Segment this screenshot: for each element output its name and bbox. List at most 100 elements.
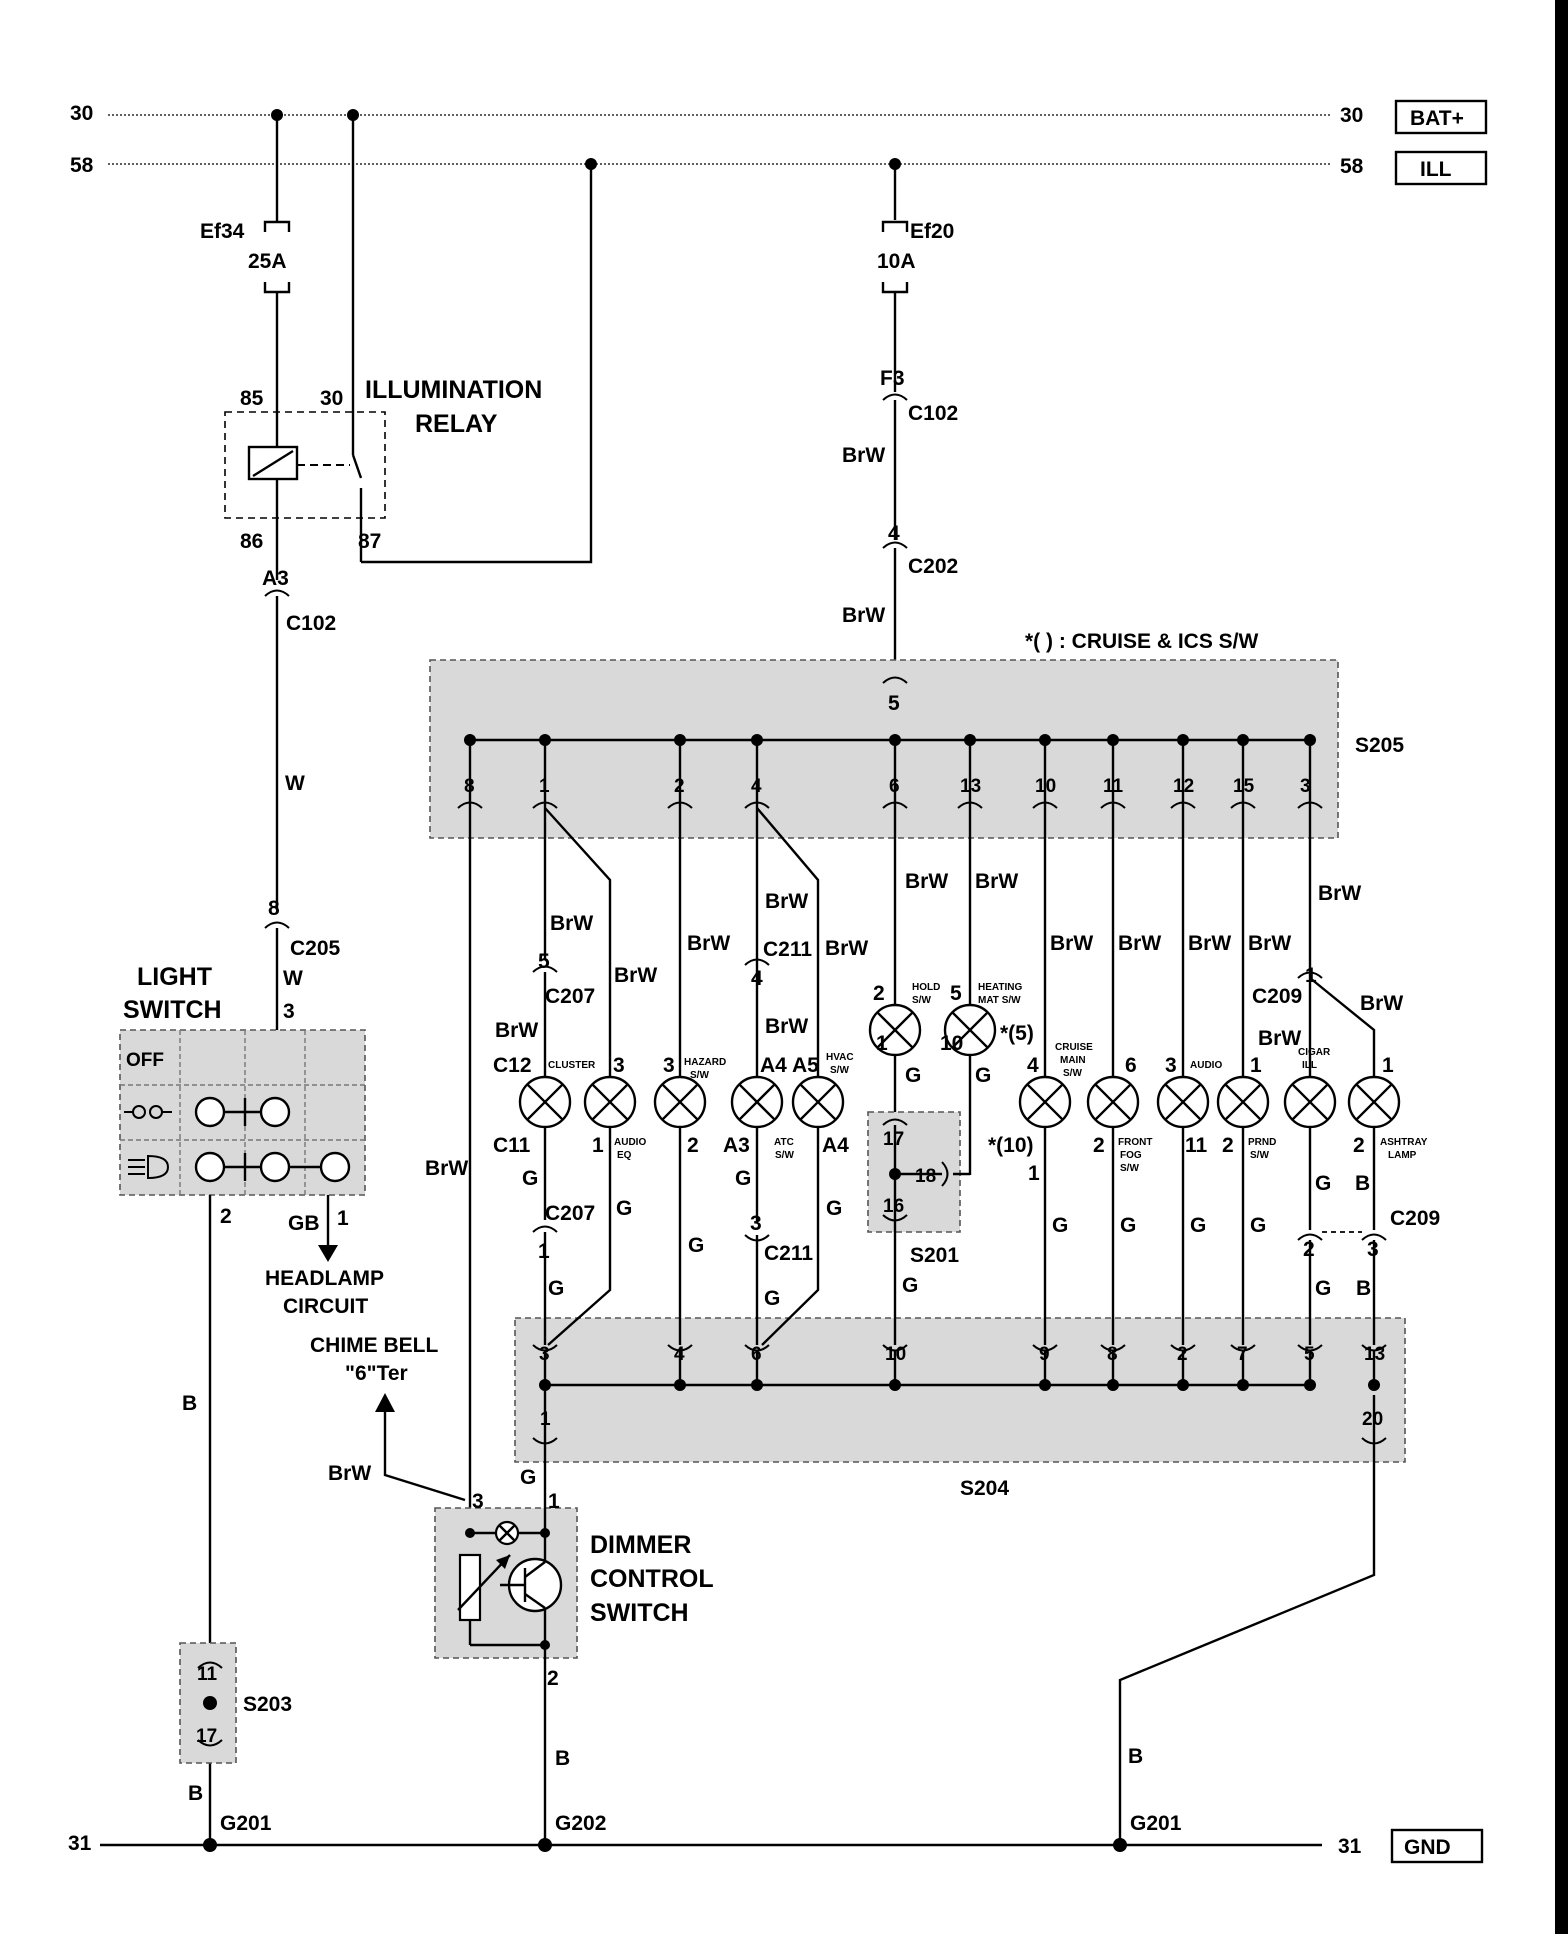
wire-brw-feed-1: BrW [842, 444, 885, 467]
s204-pin: 9 [1039, 1344, 1050, 1365]
wire-g-audio: G [616, 1197, 632, 1220]
s204-pin: 6 [751, 1344, 762, 1365]
wire-brw-hazard: BrW [687, 932, 730, 955]
s205-pin: 12 [1173, 776, 1194, 797]
pin-hazard-3: 3 [663, 1054, 675, 1077]
light-switch-title-2: SWITCH [123, 996, 222, 1024]
lamp-pin-labels: C12 C11 3 1 3 2 A4 A5 A3 A4 2 1 5 10 *(5… [493, 982, 1394, 1185]
s204-pin: 4 [674, 1344, 685, 1365]
lamp-heating-1: HEATING [978, 982, 1022, 993]
pin-hazard-2: 2 [687, 1134, 699, 1157]
wire-g-dimmer: G [520, 1466, 536, 1489]
s205-name: S205 [1355, 734, 1404, 757]
lamp-ashtray-1: ASHTRAY [1380, 1137, 1428, 1148]
lamp-bulb-icon [1018, 1075, 1072, 1129]
s205-pin: 11 [1103, 776, 1124, 797]
wire-g-hvac: G [826, 1197, 842, 1220]
c207-top: C207 [545, 985, 595, 1008]
wire-brw-c209: BrW [1318, 882, 1361, 905]
wire-brw-chime: BrW [328, 1462, 371, 1485]
relay-pin-86: 86 [240, 530, 263, 553]
wire-b-dimmer: B [555, 1747, 570, 1770]
lamp-bulb-icon [943, 1003, 997, 1057]
s205-pin: 1 [539, 776, 550, 797]
s205-pin: 13 [960, 776, 981, 797]
bat-rail-num-left: 30 [70, 102, 93, 125]
wire-brw-cruise: BrW [1050, 932, 1093, 955]
wire-g-cluster: G [522, 1167, 538, 1190]
c207-bot: C207 [545, 1202, 595, 1225]
wire-g-prnd: G [1250, 1214, 1266, 1237]
pin-cruise-10: *(10) [988, 1134, 1034, 1157]
light-switch-pin-3: 3 [283, 1000, 295, 1023]
wire-g-hold: G [905, 1064, 921, 1087]
gnd-rail-num-right: 31 [1338, 1835, 1362, 1858]
lamp-bulb-icon [1156, 1075, 1210, 1129]
lamp-ashtray-2: LAMP [1388, 1150, 1417, 1161]
wire-brw-audio-2: BrW [1188, 932, 1231, 955]
ill-rail-num-left: 58 [70, 154, 94, 177]
ef20-rating: 10A [877, 250, 916, 273]
wire-brw-prnd: BrW [1248, 932, 1291, 955]
c209-top: C209 [1252, 985, 1302, 1008]
pin-a4b: A4 [822, 1134, 849, 1157]
pin-fog-6: 6 [1125, 1054, 1137, 1077]
s204-pin: 3 [539, 1344, 550, 1365]
lamp-fog-2: FOG [1120, 1150, 1142, 1161]
dimmer-title-2: CONTROL [590, 1565, 714, 1593]
lamp-cruise-1: CRUISE [1055, 1042, 1093, 1053]
ef20-name: Ef20 [910, 220, 954, 243]
lamp-bulb-icon [730, 1075, 784, 1129]
wire-g-atc: G [735, 1167, 751, 1190]
lamp-hazard-2: S/W [690, 1070, 709, 1081]
c207-pin5: 5 [538, 950, 550, 973]
s204-pin-20: 20 [1362, 1409, 1383, 1430]
ill-rail-num-right: 58 [1340, 155, 1364, 178]
s204-node [1039, 1379, 1051, 1391]
wire-gb: GB [288, 1212, 320, 1235]
s204-node [674, 1379, 686, 1391]
ef34-rating: 25A [248, 250, 287, 273]
lamp-audio-eq-2: EQ [617, 1150, 632, 1161]
page-border [1555, 0, 1568, 1934]
wire-g-hazard: G [688, 1234, 704, 1257]
dimmer-pin-3: 3 [472, 1490, 484, 1513]
relay-pin-85: 85 [240, 387, 264, 410]
lamp-hold-1: HOLD [912, 982, 940, 993]
wire-brw-heating: BrW [975, 870, 1018, 893]
lamp-bulb-icon [1347, 1075, 1401, 1129]
pin-cruise-1: 1 [1028, 1162, 1040, 1185]
conn-f3: F3 [880, 367, 905, 390]
bat-label: BAT+ [1410, 107, 1464, 130]
dimmer-control-switch: CHIME BELL "6"Ter BrW G 3 1 2 DIMMER CON… [310, 1334, 714, 1852]
light-switch-pin-1: 1 [337, 1207, 349, 1230]
gnd-label: GND [1404, 1836, 1451, 1859]
s205-pin: 2 [674, 776, 685, 797]
ill-feed: Ef20 10A F3 C102 BrW 4 C202 BrW *( ) : C… [842, 158, 1259, 740]
lamp-cruise-2: MAIN [1060, 1055, 1086, 1066]
conn-c102-left: C102 [286, 612, 336, 635]
wire-brw-cluster: BrW [550, 912, 593, 935]
s204-node [1304, 1379, 1316, 1391]
c209-bot: C209 [1390, 1207, 1440, 1230]
s201-pin-17: 17 [883, 1129, 904, 1150]
wire-brw-feed-2: BrW [842, 604, 885, 627]
lamp-audio-eq-1: AUDIO [614, 1137, 646, 1148]
headlamp-line-2: CIRCUIT [283, 1295, 368, 1318]
light-switch-title-1: LIGHT [137, 963, 212, 991]
lamp-prnd-1: PRND [1248, 1137, 1276, 1148]
pin-audio-3: 3 [613, 1054, 625, 1077]
pin-heating-10: 10 [940, 1032, 963, 1055]
wire-brw-hvac: BrW [825, 937, 868, 960]
relay-pin-30: 30 [320, 387, 343, 410]
conn-c202: C202 [908, 555, 958, 578]
pin-cruise-5: *(5) [1000, 1022, 1034, 1045]
pin-a4: A4 [760, 1054, 787, 1077]
conn-c102-right: C102 [908, 402, 958, 425]
s203-splice: 11 17 S203 B G201 [179, 1642, 292, 1852]
relay-pin-87: 87 [358, 530, 381, 553]
wire-brw-fog: BrW [1118, 932, 1161, 955]
wire-g-heating: G [975, 1064, 991, 1087]
